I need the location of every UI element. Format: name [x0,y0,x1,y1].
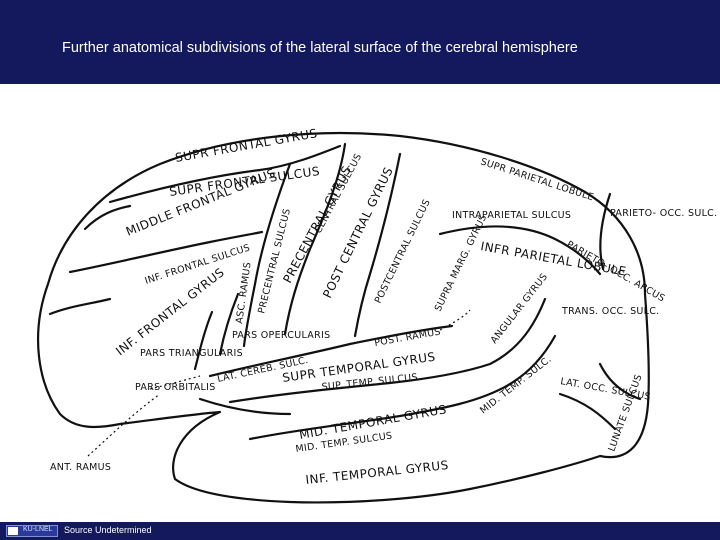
intraparietal-sulcus-line [438,225,602,276]
middle-temporal-sulcus-line [248,334,557,441]
label-pars-triangularis: PARS TRIANGULARIS [140,348,243,359]
label-inf-frontal-sulcus: INF. FRONTAL SULCUS [144,242,252,286]
post-ramus-leader [439,309,471,331]
brain-diagram: SUPR FRONTAL GYRUS SUPR FRONTAL SULCUS M… [37,126,717,504]
ant-ramus-leader [87,393,161,457]
title-bar: Further anatomical subdivisions of the l… [0,0,720,84]
diagram-area: SUPR FRONTAL GYRUS SUPR FRONTAL SULCUS M… [0,84,720,522]
label-inf-temporal-gyrus: INF. TEMPORAL GYRUS [305,458,450,487]
label-intraparietal-sulcus: INTRAPARIETAL SULCUS [452,210,571,221]
label-trans-occ-sulc: TRANS. OCC. SULC. [561,306,660,317]
label-ant-ramus: ANT. RAMUS [50,462,111,473]
logo-mark-icon [8,527,18,535]
source-credit: Source Undetermined [64,525,152,535]
precentral-sulcus-line [242,162,292,348]
superior-temporal-sulcus-line [228,297,547,404]
label-supra-marg-gyrus: SUPRA MARG. GYRUS [433,213,490,314]
footer-bar: KU-LNEL Source Undetermined [0,522,720,540]
logo-text: KU-LNEL [23,526,53,533]
central-sulcus-line [283,142,347,336]
label-middle-frontal-gyrus: MIDDLE FRONTAL GYRUS [124,166,278,239]
label-supr-parietal-lobule: SUPR PARIETAL LOBULE [479,156,595,203]
label-parieto-occ-sulc: PARIETO- OCC. SULC. [610,208,717,219]
label-precentral-sulcus: PRECENTRAL SULCUS [256,207,293,314]
postcentral-sulcus-line [353,152,402,338]
label-asc-ramus: ASC. RAMUS [234,261,254,324]
slide-title: Further anatomical subdivisions of the l… [62,40,578,56]
label-supr-frontal-gyrus: SUPR FRONTAL GYRUS [174,126,319,165]
lateral-sulcus-line [208,324,454,378]
inferior-frontal-sulcus-line [68,230,264,274]
hemisphere-outline [37,131,650,504]
superior-frontal-sulcus-line [108,144,342,204]
label-post-ramus: POST. RAMUS [374,326,442,348]
label-postcentral-sulcus: POSTCENTRAL SULCUS [373,198,433,306]
label-parieto-occ-arcus: PARIETO- OCC. ARCUS [565,239,667,304]
label-pars-orbitalis: PARS ORBITALIS [135,382,216,393]
institution-logo: KU-LNEL [6,525,58,537]
label-pars-opercularis: PARS OPERCULARIS [232,330,330,341]
